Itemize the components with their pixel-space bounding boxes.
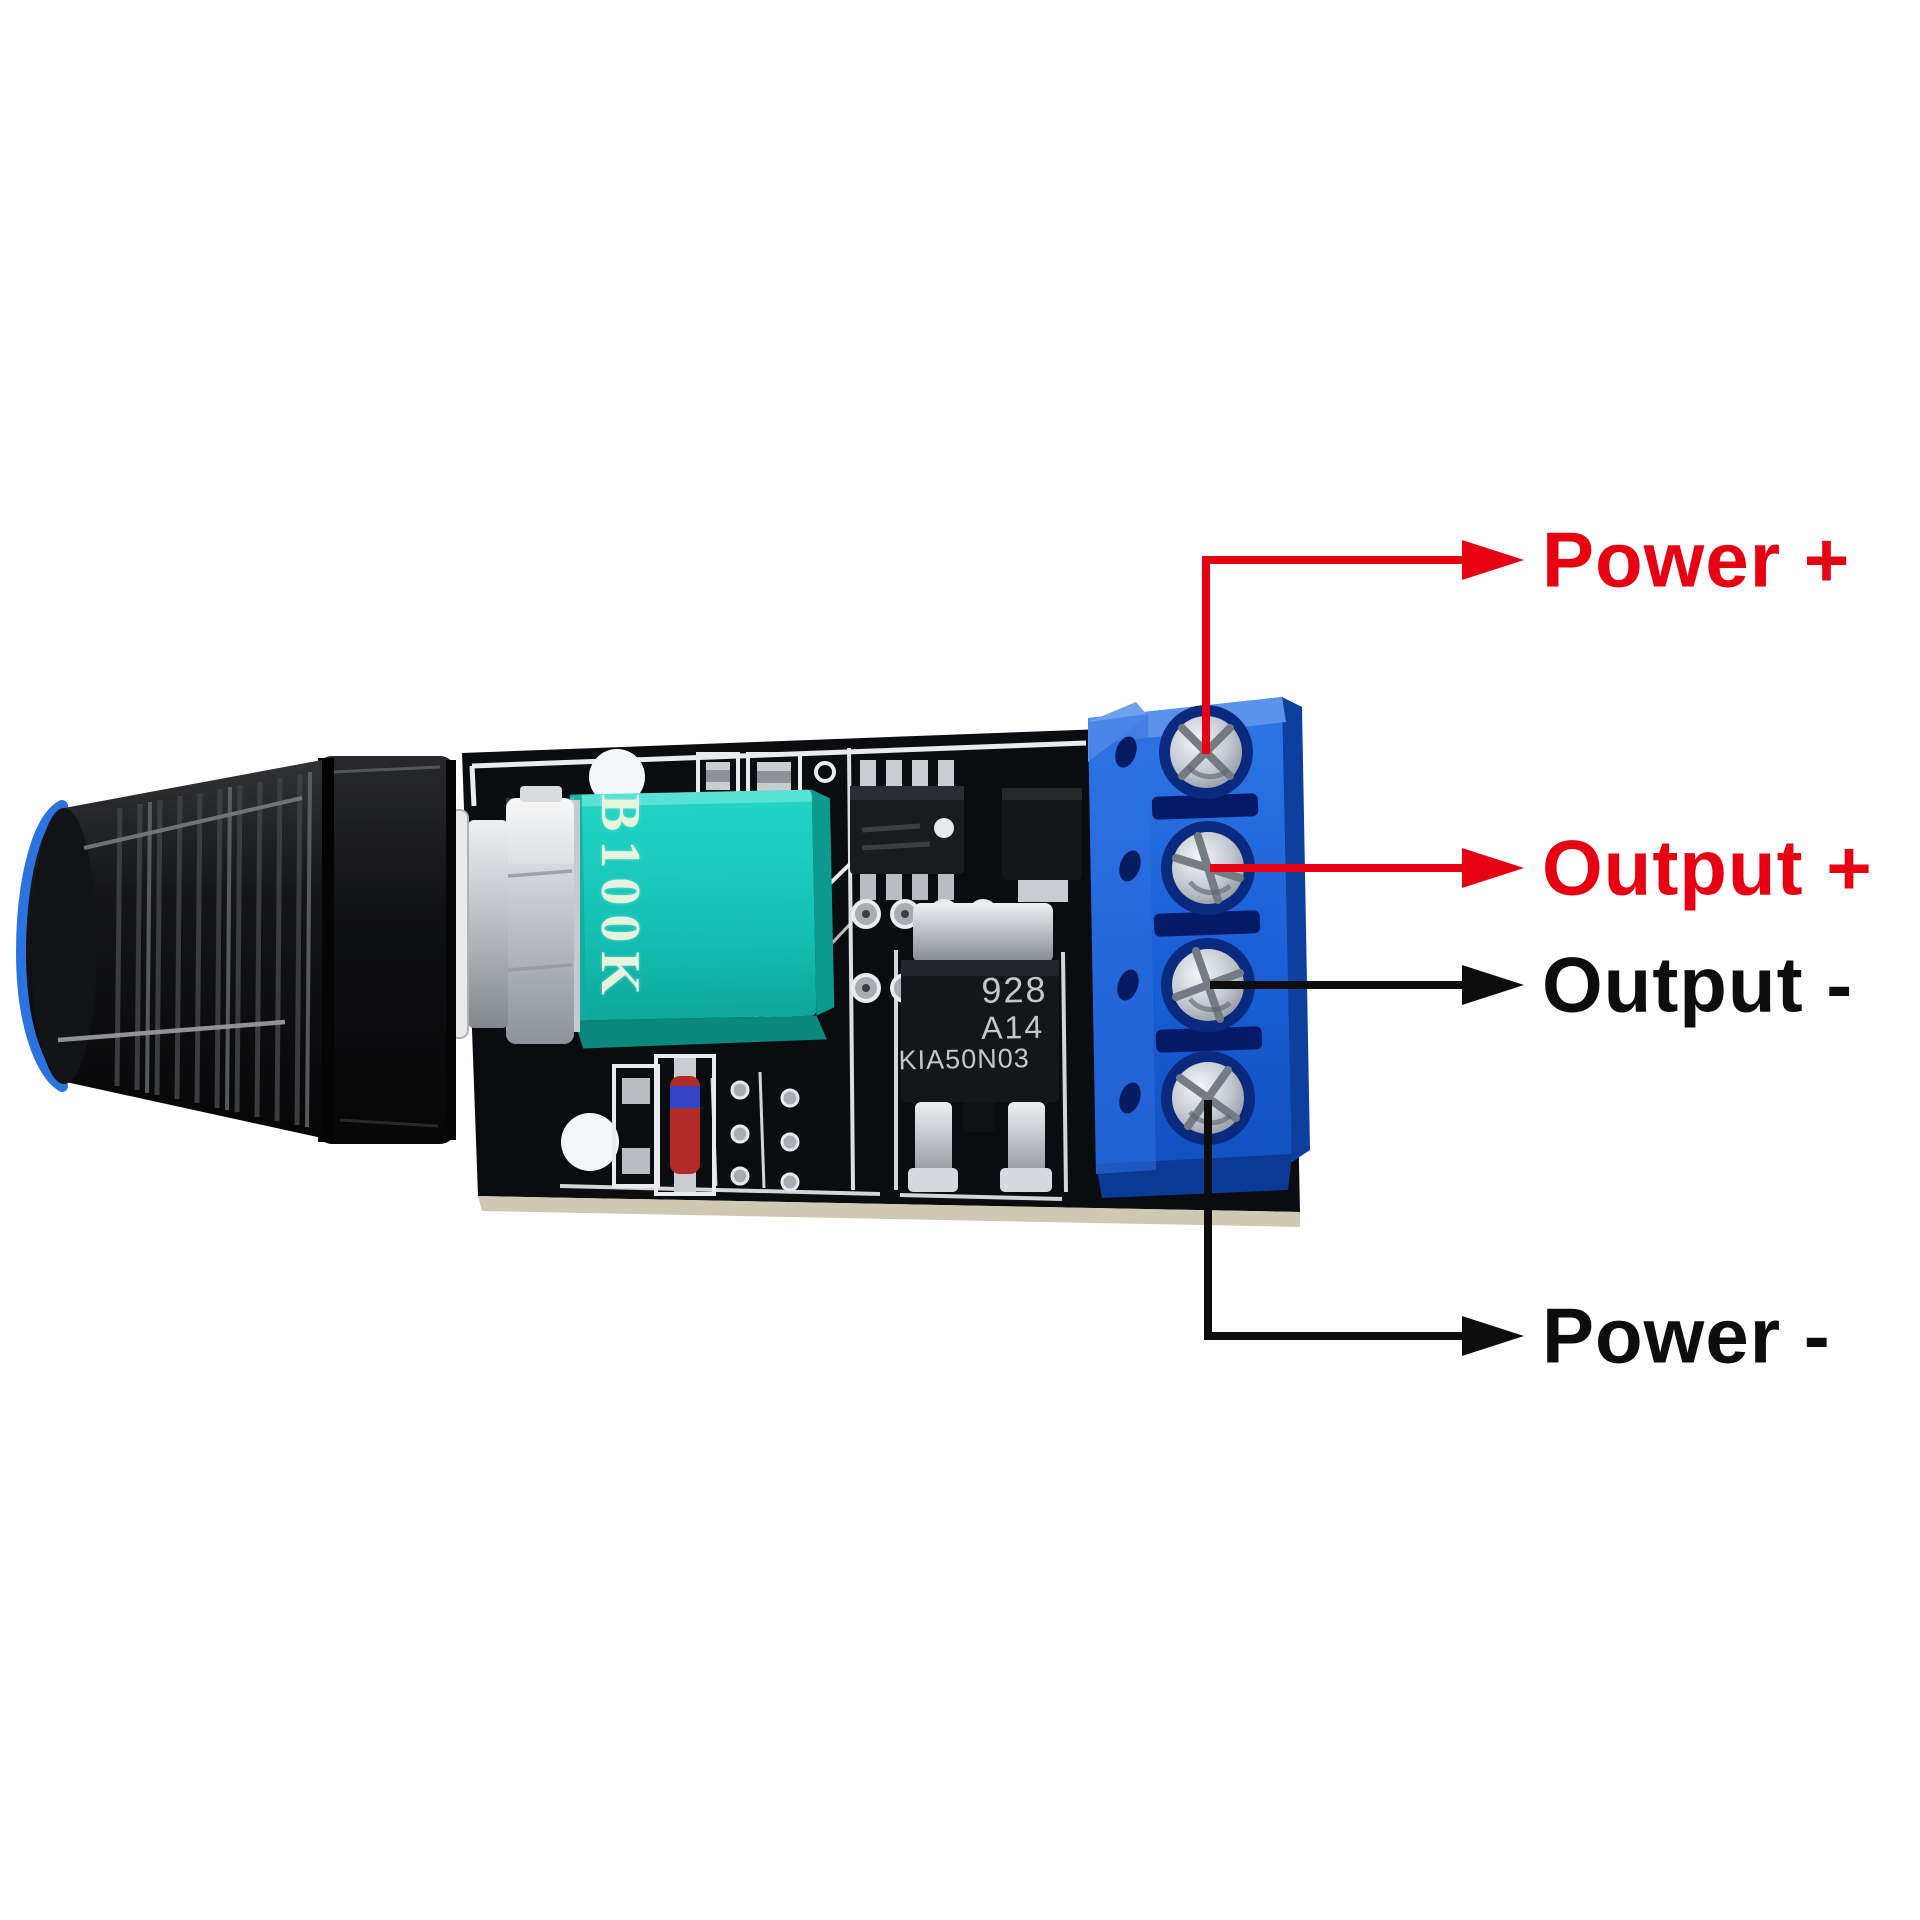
mosfet bbox=[901, 903, 1059, 1192]
output-minus-line bbox=[1210, 965, 1524, 1005]
knob-body bbox=[26, 760, 322, 1138]
knob-blue-ring bbox=[15, 800, 68, 1092]
mosfet-marking-line1: 928 bbox=[980, 968, 1048, 1011]
smd-pads-box bbox=[612, 1064, 660, 1188]
hex-nut bbox=[506, 798, 574, 1044]
output-plus-label: Output + bbox=[1542, 823, 1873, 912]
terminal-screw-2 bbox=[1161, 821, 1255, 915]
output-plus-arrow-icon bbox=[1462, 848, 1524, 888]
power-minus-label: Power - bbox=[1542, 1291, 1831, 1380]
silkscreen-marks bbox=[654, 1038, 800, 1192]
potentiometer-body bbox=[569, 789, 817, 1021]
knob-highlight-bottom bbox=[57, 1019, 286, 1043]
mosfet-marking-line2: A14 bbox=[980, 1008, 1045, 1046]
power-plus-label: Power + bbox=[1542, 515, 1851, 604]
washer-mid bbox=[468, 820, 508, 1028]
output-minus-arrow-icon bbox=[1462, 965, 1524, 1005]
output-plus-line bbox=[1210, 848, 1524, 888]
power-plus-line bbox=[1202, 540, 1524, 754]
terminal-slots bbox=[1151, 793, 1263, 1053]
power-plus-arrow-icon bbox=[1462, 540, 1524, 580]
terminal-flange-holes bbox=[1115, 736, 1141, 1114]
terminal-block bbox=[1088, 697, 1310, 1198]
mounting-hole-bottom bbox=[561, 1113, 619, 1171]
via-pad bbox=[814, 761, 836, 783]
mosfet-tab bbox=[913, 903, 1053, 963]
power-minus-arrow-icon bbox=[1462, 1316, 1524, 1356]
terminal-left-wall bbox=[1088, 714, 1156, 1174]
knob-knurling bbox=[114, 773, 303, 1126]
terminal-screw-3 bbox=[1161, 938, 1255, 1032]
potentiometer bbox=[569, 789, 835, 1049]
annotation-lines bbox=[1202, 540, 1524, 1356]
knob bbox=[15, 756, 456, 1144]
power-minus-line bbox=[1204, 1100, 1524, 1356]
mosfet-marking: 928 A14 KIA50N03 bbox=[897, 968, 1057, 1076]
shaft-hardware bbox=[449, 786, 580, 1044]
knob-base bbox=[316, 756, 456, 1144]
knob-highlight-top bbox=[83, 796, 303, 850]
smd-resistor-1 bbox=[696, 752, 740, 800]
terminal-screw-4 bbox=[1161, 1051, 1255, 1145]
potentiometer-marking: B100K bbox=[589, 794, 651, 1004]
knob-face bbox=[31, 808, 97, 1084]
pin1-dot bbox=[934, 818, 954, 838]
output-minus-label: Output - bbox=[1542, 940, 1854, 1029]
soic8-ic bbox=[850, 760, 964, 900]
transistor bbox=[1002, 788, 1082, 902]
terminal-right-face bbox=[1282, 697, 1310, 1162]
mounting-hole-top bbox=[589, 749, 645, 805]
board-edge bbox=[478, 1196, 1300, 1227]
mosfet-marking-line3: KIA50N03 bbox=[898, 1043, 1030, 1076]
